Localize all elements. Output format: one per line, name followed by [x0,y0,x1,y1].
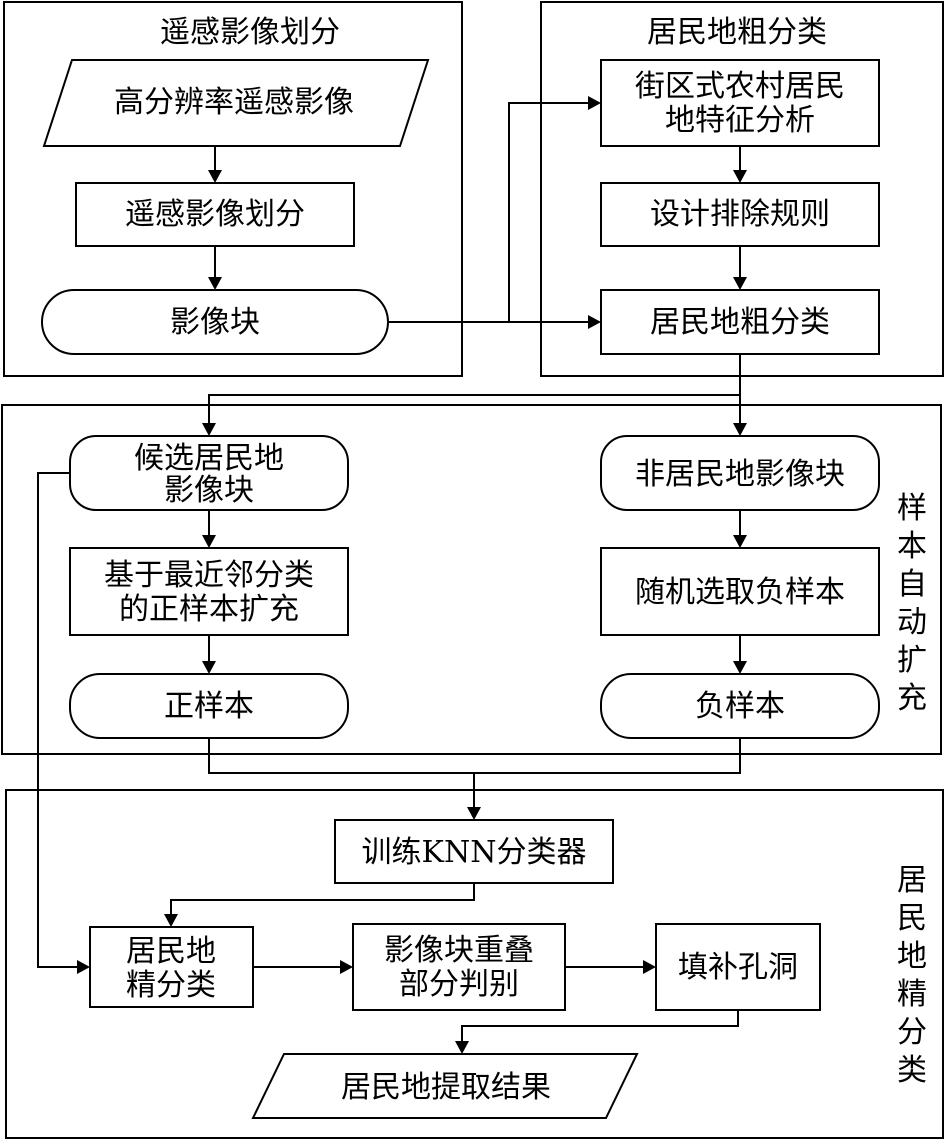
svg-text:样本自动扩充: 样本自动扩充 [897,491,927,716]
svg-text:精分类: 精分类 [126,968,216,1003]
svg-text:设计排除规则: 设计排除规则 [650,197,830,232]
svg-text:高分辨率遥感影像: 高分辨率遥感影像 [114,85,354,120]
svg-text:影像块重叠: 影像块重叠 [384,933,534,968]
svg-text:影像块: 影像块 [170,305,260,340]
svg-text:居民地精分类: 居民地精分类 [897,863,927,1088]
arrow-candidates-to-expansion [202,510,216,548]
node-image-division: 遥感影像划分 [75,182,355,247]
section-segmentation-frame [3,1,463,377]
node-result: 居民地提取结果 [251,1053,639,1119]
arrow-candidates-to-fine-classification [37,472,90,974]
node-fill-holes: 填补孔洞 [655,923,821,1011]
svg-text:训练KNN分类器: 训练KNN分类器 [362,835,587,870]
arrow-coarse-to-candidates [202,354,741,436]
arrow-samples-to-train-knn [208,738,741,820]
node-nn-expansion: 基于最近邻分类 的正样本扩充 [69,547,349,636]
arrow-division-to-blocks [208,246,222,290]
section-sample-expansion-frame [1,404,942,755]
svg-text:随机选取负样本: 随机选取负样本 [635,575,845,610]
node-coarse-classification: 居民地粗分类 [600,289,880,355]
node-positive-samples: 正样本 [69,673,349,739]
section-sample-expansion-title: 样本自动扩充 [897,491,927,716]
node-fine-classification: 居民地 精分类 [89,926,254,1008]
section-segmentation-title: 遥感影像划分 [160,15,340,50]
node-image-blocks: 影像块 [41,289,389,355]
arrow-feature-to-rules [733,146,747,183]
node-candidate-blocks: 候选居民地 影像块 [69,435,349,511]
arrow-fine-to-overlap [253,960,353,974]
arrow-blocks-to-feature-analysis [508,96,601,322]
arrow-coarse-to-non-residential [733,395,747,436]
node-train-knn: 训练KNN分类器 [334,819,614,884]
node-overlap-discrimination: 影像块重叠 部分判别 [352,923,566,1011]
arrow-non-residential-to-random [733,510,747,548]
arrow-knn-to-fine-classification [164,883,475,927]
section-coarse-frame [540,1,944,377]
svg-text:候选居民地: 候选居民地 [134,441,284,476]
svg-text:负样本: 负样本 [695,689,785,724]
node-hr-image: 高分辨率遥感影像 [42,59,430,147]
arrow-fill-holes-to-result [455,1010,739,1054]
svg-text:基于最近邻分类: 基于最近邻分类 [104,558,314,593]
svg-text:正样本: 正样本 [164,689,254,724]
svg-text:地特征分析: 地特征分析 [665,103,815,138]
arrow-expansion-to-positive [202,635,216,674]
arrow-hr-image-to-division [208,146,222,183]
svg-text:街区式农村居民: 街区式农村居民 [635,69,845,104]
section-coarse-title: 居民地粗分类 [647,15,827,50]
arrow-rules-to-coarse [733,246,747,290]
node-feature-analysis: 街区式农村居民 地特征分析 [600,59,880,147]
svg-text:部分判别: 部分判别 [399,967,519,1002]
node-non-residential-blocks: 非居民地影像块 [600,435,880,511]
svg-text:的正样本扩充: 的正样本扩充 [119,592,299,627]
svg-text:遥感影像划分: 遥感影像划分 [125,197,305,232]
svg-text:居民地: 居民地 [126,934,216,969]
node-negative-samples: 负样本 [600,673,880,739]
arrow-blocks-to-coarse [388,315,601,329]
node-random-negative: 随机选取负样本 [600,547,880,636]
svg-text:填补孔洞: 填补孔洞 [678,950,798,985]
arrow-random-to-negative [733,635,747,674]
node-design-rules: 设计排除规则 [600,182,880,247]
svg-text:非居民地影像块: 非居民地影像块 [635,457,845,492]
svg-text:居民地提取结果: 居民地提取结果 [341,1070,551,1105]
section-fine-title: 居民地精分类 [897,863,927,1088]
svg-text:影像块: 影像块 [164,473,254,508]
arrow-overlap-to-fill-holes [565,960,656,974]
svg-text:居民地粗分类: 居民地粗分类 [650,305,830,340]
